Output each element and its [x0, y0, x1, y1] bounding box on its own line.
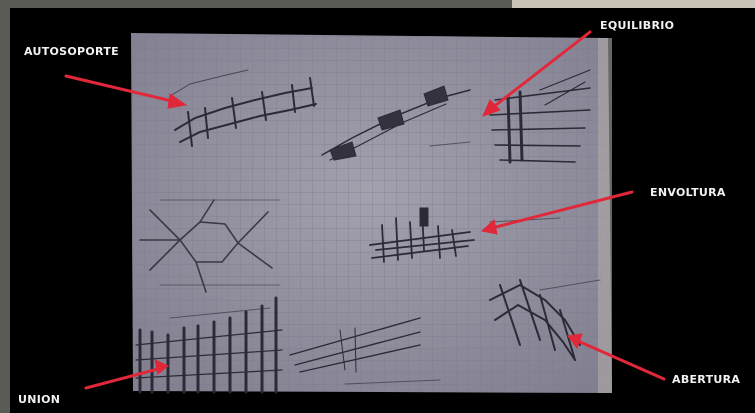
- label-abertura: ABERTURA: [672, 373, 740, 386]
- top-edge-strip: [512, 0, 755, 8]
- label-equilibrio: EQUILIBRIO: [600, 19, 674, 32]
- label-union: UNION: [18, 393, 60, 406]
- label-envoltura: ENVOLTURA: [650, 186, 726, 199]
- label-autosoporte: AUTOSOPORTE: [24, 45, 119, 58]
